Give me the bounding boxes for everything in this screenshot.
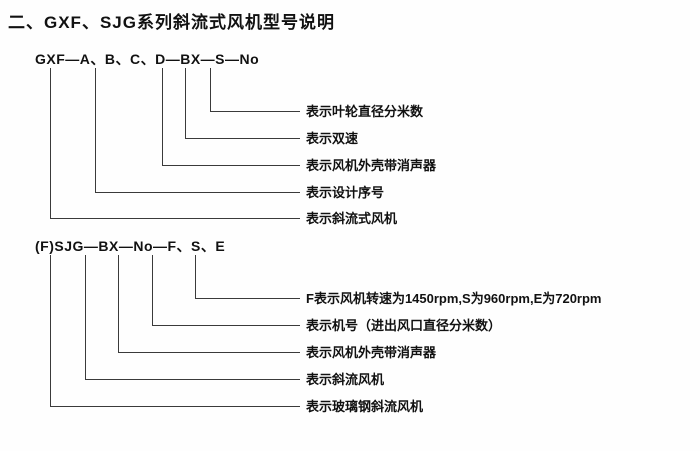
diagram-label-casing-silencer: 表示风机外壳带消声器 (306, 345, 437, 360)
connector-line (85, 255, 300, 380)
connector-line (50, 255, 300, 407)
diagram-label-machine-number: 表示机号（进出风口直径分米数） (306, 318, 502, 333)
connector-line (118, 255, 300, 353)
diagram-label-mixed-flow-fan: 表示斜流式风机 (306, 211, 398, 226)
diagram-label-impeller-diameter: 表示叶轮直径分米数 (306, 104, 424, 119)
connector-line (50, 68, 300, 219)
diagram-label-frp-mixed-flow-fan: 表示玻璃钢斜流风机 (306, 399, 424, 414)
diagram-label-casing-silencer: 表示风机外壳带消声器 (306, 158, 437, 173)
connector-line (185, 68, 300, 139)
connector-line (162, 68, 300, 166)
connector-line (195, 255, 300, 299)
diagram-label-design-serial: 表示设计序号 (306, 185, 385, 200)
connector-line (95, 68, 300, 193)
page-title: 二、GXF、SJG系列斜流式风机型号说明 (8, 13, 335, 32)
connector-line (152, 255, 300, 326)
diagram-label-dual-speed: 表示双速 (306, 131, 359, 146)
connector-line (210, 68, 300, 112)
diagram-label-mixed-flow-fan: 表示斜流风机 (306, 372, 385, 387)
diagram-label-fan-speed: F表示风机转速为1450rpm,S为960rpm,E为720rpm (306, 291, 602, 306)
sjg-model-code: (F)SJG—BX—No—F、S、E (35, 238, 226, 254)
gxf-model-code: GXF—A、B、C、D—BX—S—No (35, 51, 260, 67)
